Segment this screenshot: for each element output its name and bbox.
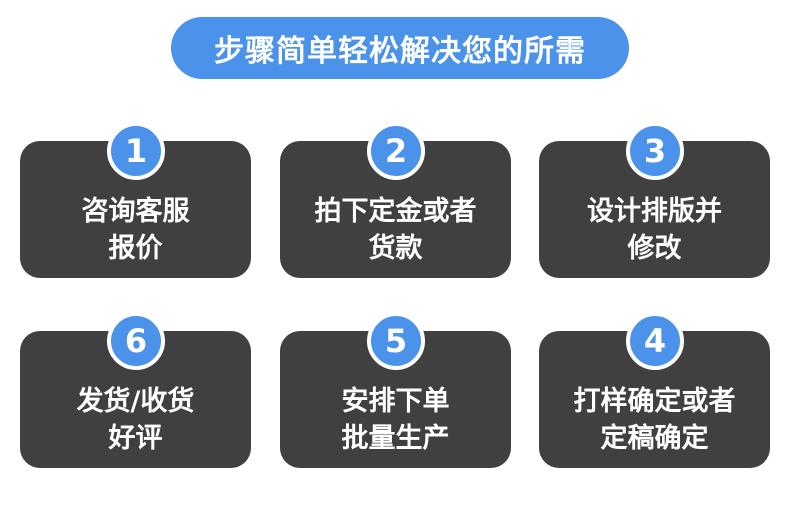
step-label-line1: 发货/收货	[76, 386, 195, 417]
step-label-line2: 好评	[108, 423, 163, 454]
step-number-badge: 5	[367, 312, 425, 370]
step-label-line1: 拍下定金或者	[314, 196, 477, 227]
step-label-line1: 安排下单	[341, 386, 450, 417]
page-title: 步骤简单轻松解决您的所需	[171, 17, 629, 79]
step-label-line2: 定稿确定	[600, 423, 709, 454]
step-label-line2: 货款	[368, 233, 423, 264]
step-label-line2: 报价	[108, 233, 163, 264]
step-number-badge: 2	[367, 122, 425, 180]
step-label-line1: 打样确定或者	[573, 386, 736, 417]
step-card-design: 设计排版并 修改	[539, 141, 770, 278]
step-label-line1: 咨询客服	[81, 196, 190, 227]
step-label-line2: 批量生产	[341, 423, 450, 454]
step-number-badge: 3	[626, 122, 684, 180]
step-label-line2: 修改	[627, 233, 682, 264]
step-number-badge: 6	[107, 312, 165, 370]
step-number-badge: 4	[626, 312, 684, 370]
step-label-line1: 设计排版并	[587, 196, 722, 227]
step-number-badge: 1	[107, 122, 165, 180]
